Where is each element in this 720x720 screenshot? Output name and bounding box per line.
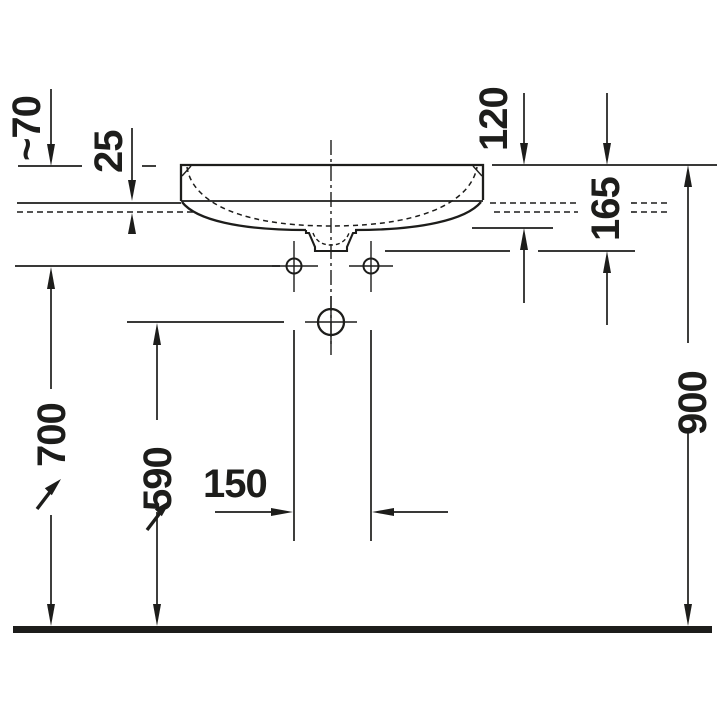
dim-label-150: 150 [203, 462, 267, 506]
dim-590 [127, 321, 284, 626]
drain-hole [305, 296, 357, 348]
dim-label-590: 590 [136, 447, 180, 511]
arrow-down [684, 604, 692, 626]
basin-corner-chamfer-right [472, 165, 483, 177]
arrow-right [271, 508, 293, 516]
arrow-down [153, 604, 161, 626]
dim-165 [385, 93, 635, 325]
dim-25 [128, 128, 136, 234]
fixing-hole-right [349, 241, 393, 292]
dim-150 [215, 330, 448, 541]
arrow-up [603, 251, 611, 273]
bowl-inner-dashed [186, 166, 478, 227]
diagonal-arrow-head [154, 500, 171, 517]
arrow-up [153, 323, 161, 345]
dim-label-120: 120 [472, 87, 516, 151]
arrow-down [128, 180, 136, 201]
arrow-down [47, 604, 55, 626]
arrow-down [603, 143, 611, 165]
dim-label-approx-70: ~70 [5, 96, 49, 161]
floor-line [13, 626, 712, 633]
washbasin-outline [179, 140, 485, 355]
diagonal-arrow-shaft [35, 490, 52, 511]
diagonal-arrow-head [44, 479, 61, 496]
basin-corner-chamfer-left [181, 165, 192, 177]
arrow-up [684, 165, 692, 187]
dim-label-25: 25 [87, 130, 131, 173]
arrow-left [372, 508, 394, 516]
arrow-up [47, 267, 55, 289]
basin-rim-box [179, 163, 485, 201]
bowl-outer-right [354, 201, 482, 232]
dim-label-700: 700 [30, 403, 74, 467]
dim-120 [472, 93, 553, 303]
dim-900 [684, 165, 692, 626]
dim-700 [15, 265, 280, 626]
arrow-down [47, 144, 55, 166]
dim-label-900: 900 [671, 371, 715, 435]
dim-label-165: 165 [584, 177, 628, 241]
arrow-up [520, 228, 528, 250]
arrow-down [520, 143, 528, 165]
fixing-hole-left [272, 241, 318, 292]
diagonal-arrow-shaft [145, 511, 162, 532]
dim-approx-70 [47, 89, 55, 166]
arrow-up [128, 213, 136, 234]
bowl-outer-left [181, 201, 307, 232]
